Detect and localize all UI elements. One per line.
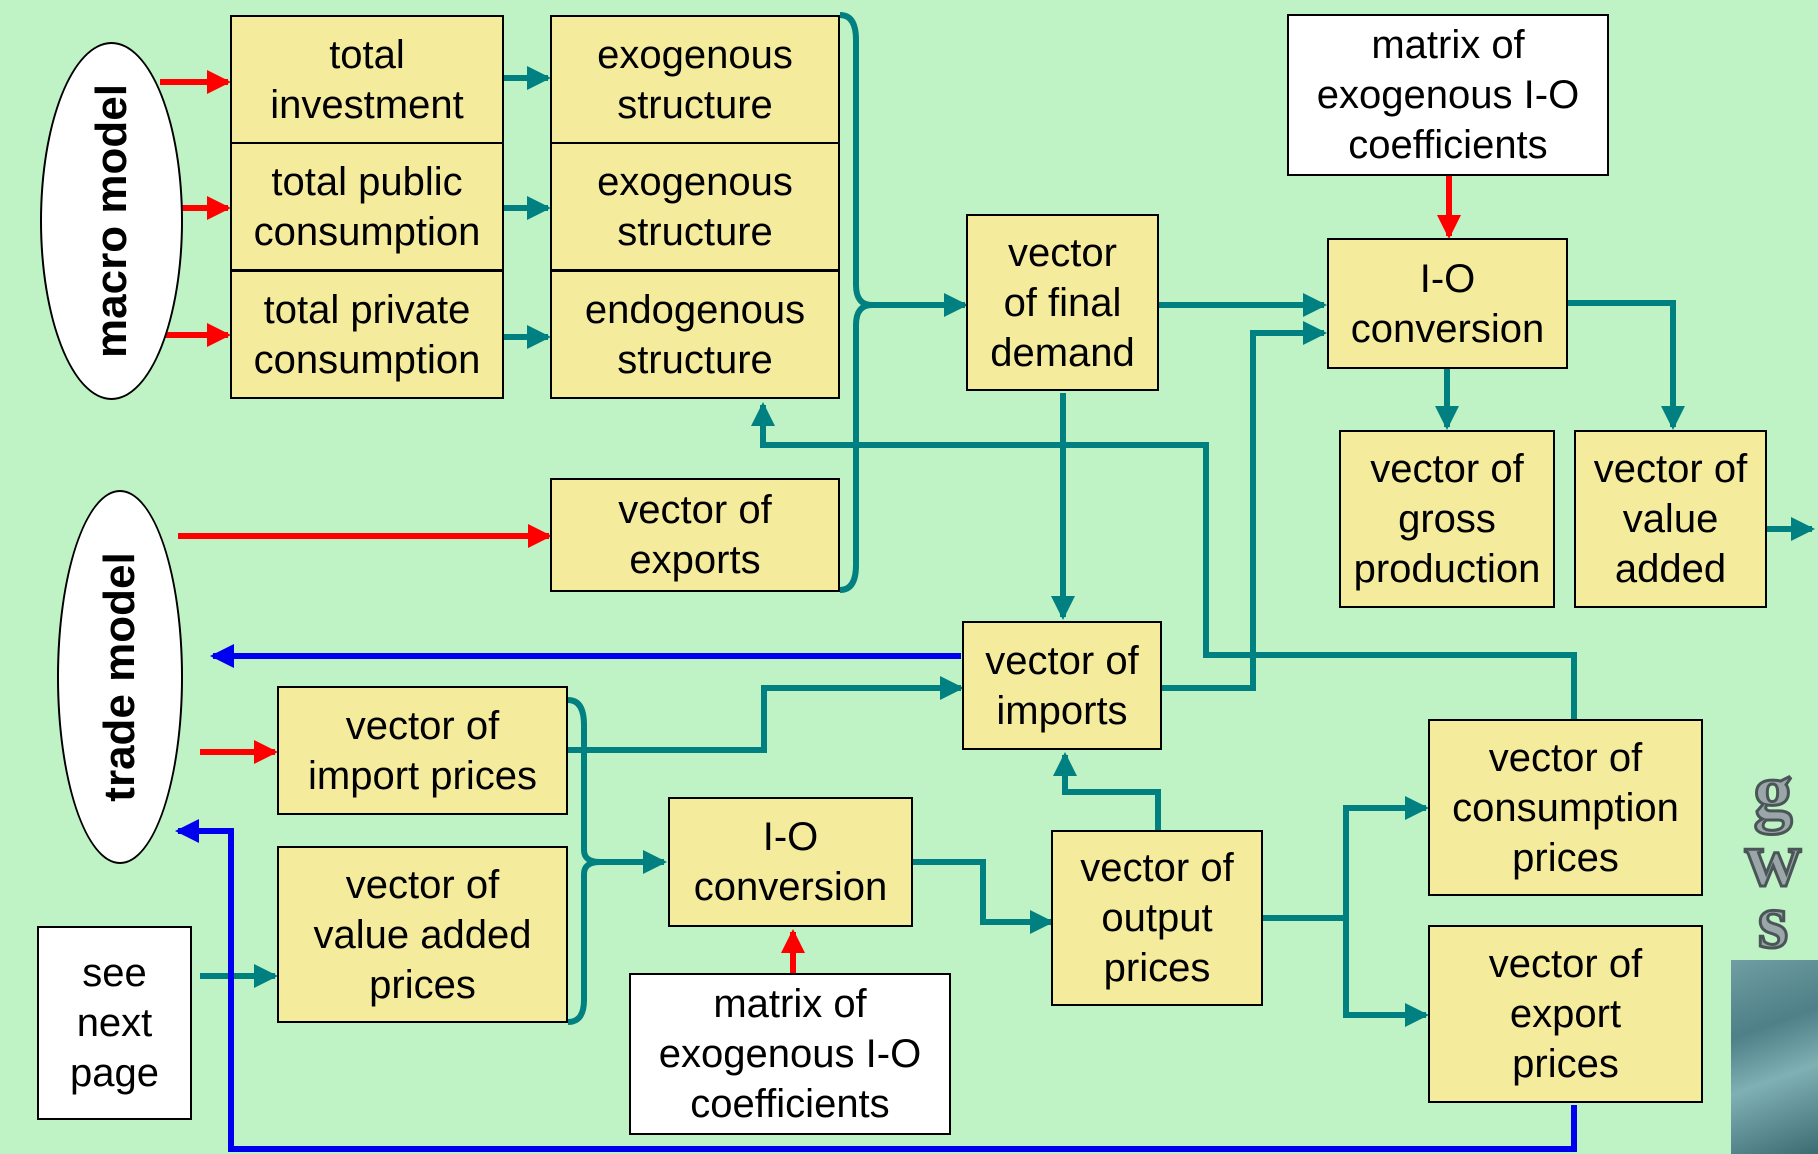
gws-letters-icon: g w s <box>1743 755 1802 955</box>
total-private-consumption-box: total private consumption <box>230 270 504 399</box>
vector-of-gross-production-box: vector of gross production <box>1339 430 1555 608</box>
vector-of-value-added-box: vector of value added <box>1574 430 1767 608</box>
vector-of-consumption-prices-box: vector of consumption prices <box>1428 719 1703 896</box>
vector-of-final-demand-box: vector of final demand <box>966 214 1159 391</box>
trade-model-label: trade model <box>95 552 144 802</box>
teal-arrow-consumption-feedback <box>751 402 1577 719</box>
io-conversion-bottom-box: I-O conversion <box>668 797 913 927</box>
macro-model-label: macro model <box>86 84 136 358</box>
total-investment-box: total investment <box>230 15 504 144</box>
teal-arrow-output-to-export <box>1343 918 1429 1027</box>
gws-logo-icon: g w s <box>1728 755 1818 1154</box>
brace-final-demand <box>839 12 873 593</box>
endogenous-structure-box: endogenous structure <box>550 270 840 399</box>
teal-arrow-ip-to-imports <box>568 676 964 753</box>
exogenous-structure-box-2: exogenous structure <box>550 142 840 271</box>
teal-arrow-imports-to-io <box>1161 321 1327 691</box>
teal-arrow-io-to-output <box>912 859 1054 934</box>
svg-text:s: s <box>1758 877 1788 955</box>
total-public-consumption-box: total public consumption <box>230 142 504 271</box>
trade-model-ellipse: trade model <box>57 490 183 864</box>
svg-text:w: w <box>1745 815 1801 902</box>
see-next-page-box: see next page <box>37 926 192 1120</box>
matrix-coefficients-top-box: matrix of exogenous I-O coefficients <box>1287 14 1609 176</box>
matrix-coefficients-bottom-box: matrix of exogenous I-O coefficients <box>629 973 951 1135</box>
teal-arrow-output-to-imports <box>1053 752 1161 830</box>
vector-of-imports-box: vector of imports <box>962 621 1162 750</box>
vector-of-export-prices-box: vector of export prices <box>1428 925 1703 1103</box>
svg-text:g: g <box>1754 755 1793 834</box>
vector-of-output-prices-box: vector of output prices <box>1051 830 1263 1006</box>
blue-arrow-export-prices-to-trade <box>175 819 1577 1152</box>
vector-of-import-prices-box: vector of import prices <box>277 686 568 815</box>
teal-arrow-io-to-va <box>1567 300 1685 430</box>
macro-model-ellipse: macro model <box>40 42 183 400</box>
logo-texture <box>1731 960 1818 1154</box>
vector-of-exports-box: vector of exports <box>550 478 840 592</box>
io-conversion-top-box: I-O conversion <box>1327 238 1568 369</box>
vector-of-value-added-prices-box: vector of value added prices <box>277 846 568 1023</box>
exogenous-structure-box-1: exogenous structure <box>550 15 840 144</box>
teal-arrow-output-to-consumption <box>1263 796 1429 921</box>
